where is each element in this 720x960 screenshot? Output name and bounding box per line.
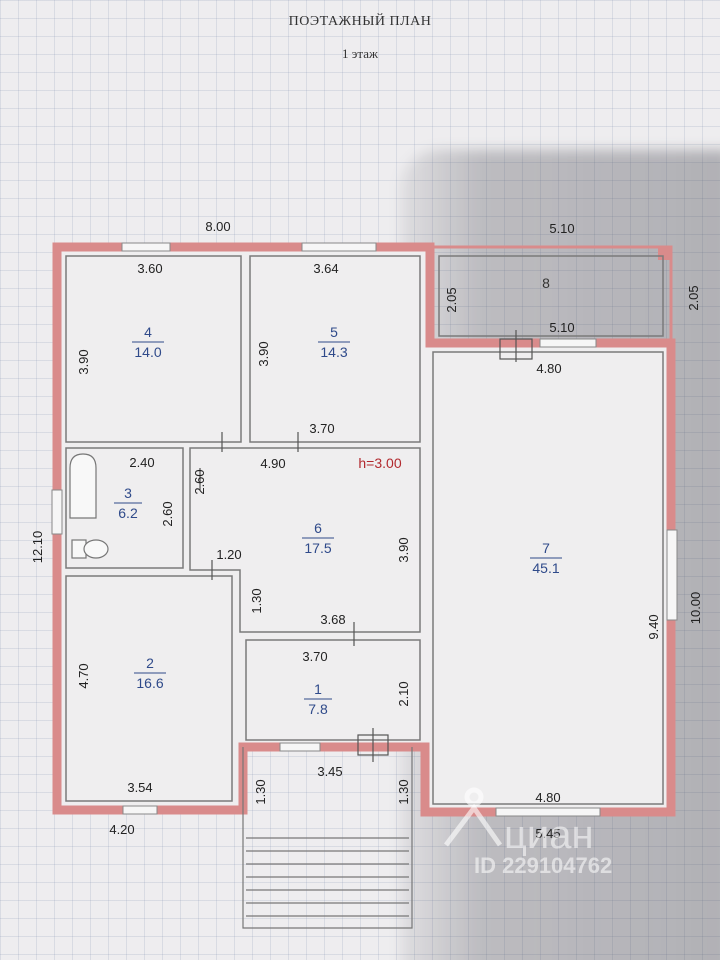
watermark-brand: циан — [504, 813, 594, 857]
dim-right-overall: 10.00 — [688, 592, 703, 625]
outer-walls — [52, 242, 676, 817]
dim-room4-width: 3.60 — [137, 261, 162, 276]
dim-hall-width: 4.90 — [260, 456, 285, 471]
dim-porch-left: 1.30 — [253, 779, 268, 804]
room-number: 6 — [314, 520, 322, 536]
room-area: 17.5 — [304, 540, 331, 556]
room-number: 5 — [330, 324, 338, 340]
window — [122, 805, 158, 815]
cian-logo-icon — [444, 787, 503, 847]
dim-hall-left: 2.60 — [192, 469, 207, 494]
room-6-label: 6 17.5 — [302, 520, 334, 556]
bathtub-icon — [69, 453, 97, 519]
room-7-walls — [432, 351, 664, 805]
room-5-label: 5 14.3 — [318, 324, 350, 360]
room-number: 4 — [144, 324, 152, 340]
room-8-walls — [438, 255, 664, 337]
room-2-walls — [65, 575, 233, 802]
watermark-id: ID 229104762 — [474, 853, 612, 878]
window — [539, 338, 597, 348]
window — [495, 807, 601, 817]
room-area: 14.3 — [320, 344, 347, 360]
watermark: циан ID 229104762 — [444, 787, 612, 878]
room-labels: 4 14.0 5 14.3 3 6.2 6 17.5 7 — [114, 275, 562, 717]
dim-hall-top: 3.70 — [309, 421, 334, 436]
dim-left-overall: 12.10 — [30, 531, 45, 564]
room-1-walls — [245, 639, 421, 741]
dim-room8-left: 2.05 — [444, 287, 459, 312]
room-area: 16.6 — [136, 675, 163, 691]
room-3-walls — [65, 447, 184, 569]
dim-hall-step-height: 1.30 — [249, 588, 264, 613]
window — [51, 489, 63, 535]
dim-top-right: 5.10 — [549, 221, 574, 236]
toilet-bowl-icon — [83, 539, 109, 559]
room-area: 7.8 — [308, 701, 328, 717]
room-number: 8 — [542, 275, 550, 291]
room-7-label: 7 45.1 — [530, 540, 562, 576]
dim-top-overall: 8.00 — [205, 219, 230, 234]
dim-room5-height: 3.90 — [256, 341, 271, 366]
dim-porch-width: 3.45 — [317, 764, 342, 779]
room-area: 6.2 — [118, 505, 138, 521]
window — [666, 529, 678, 621]
dim-room1-width: 3.70 — [302, 649, 327, 664]
window — [279, 742, 321, 752]
floor-subtitle: 1 этаж — [342, 46, 378, 61]
stairs — [246, 837, 409, 917]
interior-walls — [65, 255, 664, 805]
dim-room3-width: 2.40 — [129, 455, 154, 470]
dim-room4-height: 3.90 — [76, 349, 91, 374]
room-6-walls — [189, 447, 421, 633]
dim-bottom-right: 5.45 — [535, 826, 560, 841]
window — [301, 242, 377, 252]
windows — [51, 242, 678, 817]
dim-room8-right: 2.05 — [686, 285, 701, 310]
dim-hall-height: 3.90 — [396, 537, 411, 562]
page-title: ПОЭТАЖНЫЙ ПЛАН — [288, 14, 432, 29]
main-outline — [52, 242, 676, 817]
room-number: 7 — [542, 540, 550, 556]
room-5-walls — [249, 255, 421, 443]
dim-step-width: 1.20 — [216, 547, 241, 562]
room-1-label: 1 7.8 — [304, 681, 332, 717]
dim-room8-inner: 5.10 — [549, 320, 574, 335]
porch-outline — [242, 747, 413, 929]
room-8-label: 8 — [542, 275, 550, 291]
room-4-walls — [65, 255, 242, 443]
ceiling-height-label: h=3.00 — [358, 455, 401, 471]
dim-room3-height: 2.60 — [160, 501, 175, 526]
dim-room7-top: 4.80 — [536, 361, 561, 376]
room-area: 45.1 — [532, 560, 559, 576]
porch — [242, 747, 413, 929]
dim-room2-height: 4.70 — [76, 663, 91, 688]
room-3-label: 3 6.2 — [114, 485, 142, 521]
window — [121, 242, 171, 252]
room-number: 3 — [124, 485, 132, 501]
dimension-labels: 8.00 5.10 3.60 3.64 5.10 2.05 2.05 4.80 … — [30, 219, 703, 841]
dim-room1-height: 2.10 — [396, 681, 411, 706]
room-area: 14.0 — [134, 344, 161, 360]
dim-room7-bottom: 4.80 — [535, 790, 560, 805]
room-2-label: 2 16.6 — [134, 655, 166, 691]
dim-room7-height: 9.40 — [646, 614, 661, 639]
dim-hall-bottom: 3.68 — [320, 612, 345, 627]
dim-room5-width: 3.64 — [313, 261, 338, 276]
dim-bottom-left: 4.20 — [109, 822, 134, 837]
dim-porch-right: 1.30 — [396, 779, 411, 804]
room-4-label: 4 14.0 — [132, 324, 164, 360]
terrace-column — [658, 246, 672, 260]
room-number: 1 — [314, 681, 322, 697]
room-number: 2 — [146, 655, 154, 671]
sanitary-fixtures — [69, 453, 109, 559]
dim-room2-bottom: 3.54 — [127, 780, 152, 795]
doors — [199, 330, 533, 762]
